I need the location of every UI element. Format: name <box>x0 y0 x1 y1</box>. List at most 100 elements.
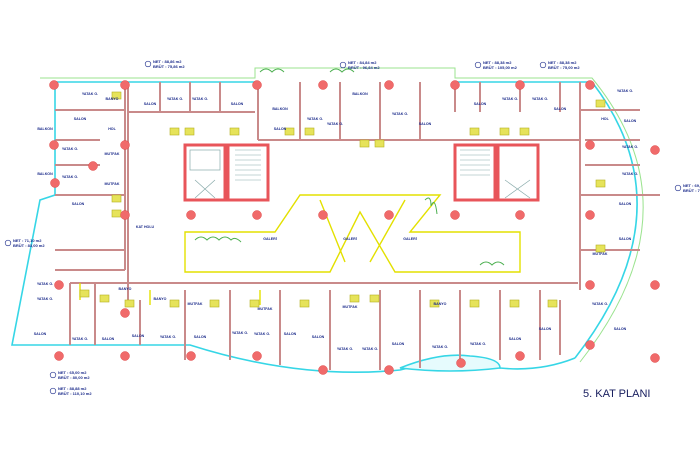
bathroom-fixture <box>304 127 315 136</box>
bathroom-fixture <box>169 127 180 136</box>
column <box>54 351 64 361</box>
room-label-bedroom: YATAK O. <box>622 172 638 176</box>
room-label-bedroom: YATAK O. <box>160 335 176 339</box>
unit-net-area: NET : 88,88 m2 <box>58 386 87 391</box>
unit-tag-circle-icon <box>144 60 152 68</box>
column <box>585 210 595 220</box>
column <box>252 210 262 220</box>
room-label-hall: HOL <box>601 117 609 121</box>
column <box>585 140 595 150</box>
room-label-kitchen: MUTFAK <box>258 307 273 311</box>
unit-net-area: NET : 71,10 m2 <box>13 238 42 243</box>
unit-tag-circle-icon <box>49 387 57 395</box>
walls <box>55 82 660 370</box>
room-label-kitchen: MUTFAK <box>593 252 608 256</box>
room-label-bedroom: YATAK O. <box>327 122 343 126</box>
column <box>456 358 466 368</box>
room-label-living: SALON <box>194 335 207 339</box>
unit-net-area: NET : 84,84 m2 <box>348 60 377 65</box>
room-label-gallery: GALERİ <box>343 237 357 241</box>
unit-net-area: NET : 69,40 m2 <box>683 183 700 188</box>
room-label-bedroom: YATAK O. <box>432 345 448 349</box>
room-label-living: SALON <box>619 202 632 206</box>
unit-gross-area: BRÜT : 80,00 m2 <box>58 375 90 380</box>
column <box>49 80 59 90</box>
room-label-bedroom: YATAK O. <box>532 97 548 101</box>
bathroom-fixture <box>349 294 360 303</box>
room-label-bedroom: YATAK O. <box>192 97 208 101</box>
bathroom-fixture <box>79 289 90 298</box>
room-label-living: SALON <box>624 119 637 123</box>
unit-net-area: NET : 88,38 m2 <box>483 60 512 65</box>
column <box>120 351 130 361</box>
unit-tag-circle-icon <box>674 184 682 192</box>
room-label-living: SALON <box>274 127 287 131</box>
column <box>54 280 64 290</box>
room-label-balcony: BALKON <box>272 107 288 111</box>
column <box>88 161 98 171</box>
unit-net-area: NET : 88,86 m2 <box>153 59 182 64</box>
bathroom-fixture <box>111 209 122 218</box>
column <box>650 145 660 155</box>
room-label-living: SALON <box>132 334 145 338</box>
room-label-bathroom: BANYO <box>434 302 447 306</box>
column <box>450 80 460 90</box>
room-label-bedroom: YATAK O. <box>82 92 98 96</box>
column <box>585 80 595 90</box>
unit-tag-circle-icon <box>539 61 547 69</box>
room-label-gallery: GALERİ <box>403 237 417 241</box>
unit-gross-area: BRÜT : 75,00 m2 <box>548 65 580 70</box>
unit-net-area: NET : 88,38 m2 <box>548 60 577 65</box>
room-label-gallery: GALERİ <box>263 237 277 241</box>
column <box>650 353 660 363</box>
structural-columns <box>49 80 660 375</box>
room-label-bathroom: BANYO <box>106 97 119 101</box>
unit-gross-area: BRÜT : 75,86 m2 <box>153 64 185 69</box>
column <box>515 351 525 361</box>
wet-fixtures <box>79 91 606 308</box>
room-label-bedroom: YATAK O. <box>592 302 608 306</box>
room-label-living: SALON <box>231 102 244 106</box>
unit-tag-circle-icon <box>49 371 57 379</box>
room-label-kitchen: MUTFAK <box>343 305 358 309</box>
stair-core-right <box>453 143 540 202</box>
room-label-bedroom: YATAK O. <box>254 332 270 336</box>
bathroom-fixture <box>184 127 195 136</box>
bathroom-fixture <box>209 299 220 308</box>
column <box>120 80 130 90</box>
room-label-living: SALON <box>284 332 297 336</box>
bathroom-fixture <box>509 299 520 308</box>
room-label-bedroom: YATAK O. <box>337 347 353 351</box>
planters <box>194 68 505 266</box>
column <box>585 280 595 290</box>
room-label-living: SALON <box>102 337 115 341</box>
bathroom-fixture <box>299 299 310 308</box>
unit-gross-area: BRÜT : 96,84 m2 <box>348 65 380 70</box>
bathroom-fixture <box>595 99 606 108</box>
bathroom-fixture <box>99 294 110 303</box>
column <box>384 365 394 375</box>
unit-gross-area: BRÜT : 110,10 m2 <box>58 391 92 396</box>
room-label-balcony: BALKON <box>37 172 53 176</box>
column <box>120 210 130 220</box>
room-label-hall: HOL <box>108 127 116 131</box>
room-label-living: SALON <box>144 102 157 106</box>
plan-title: 5. KAT PLANI <box>583 388 650 400</box>
column <box>50 178 60 188</box>
bathroom-fixture <box>429 299 440 308</box>
room-label-floor-hall: KAT HOLU <box>136 225 155 229</box>
bathroom-fixture <box>359 139 370 148</box>
column <box>515 210 525 220</box>
room-label-living: SALON <box>312 335 325 339</box>
facade-outline <box>11 67 644 373</box>
room-label-living: SALON <box>619 237 632 241</box>
bathroom-fixture <box>124 299 135 308</box>
column <box>186 351 196 361</box>
unit-gross-area: BRÜT : 105,00 m2 <box>483 65 518 70</box>
